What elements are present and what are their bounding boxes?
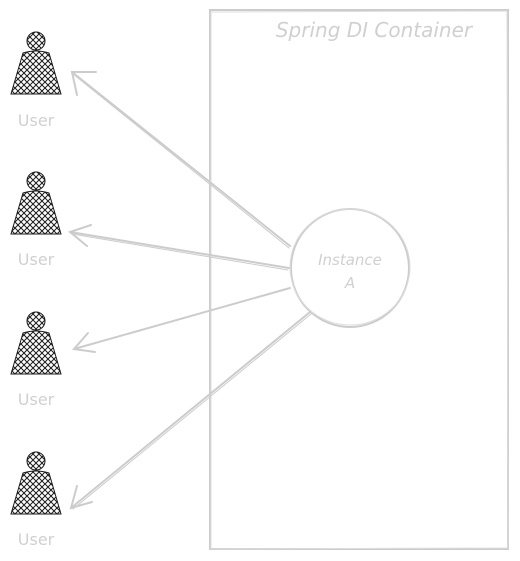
instance-node: Instance A bbox=[289, 208, 411, 328]
arrows bbox=[67, 71, 312, 510]
instance-label-line2: A bbox=[344, 274, 355, 292]
instance-label-line1: Instance bbox=[318, 251, 382, 269]
user-icon bbox=[10, 171, 62, 235]
container-box bbox=[209, 9, 509, 550]
container-title: Spring DI Container bbox=[276, 18, 474, 42]
arrow-to-user-1 bbox=[70, 71, 291, 249]
user-1: User bbox=[10, 31, 62, 130]
user-label: User bbox=[18, 111, 55, 130]
user-icon bbox=[10, 451, 62, 515]
arrow-to-user-3 bbox=[72, 287, 291, 353]
arrow-to-user-4 bbox=[69, 311, 312, 510]
user-label: User bbox=[18, 250, 55, 269]
user-4: User bbox=[10, 451, 62, 549]
user-label: User bbox=[18, 530, 55, 549]
user-icon bbox=[10, 311, 62, 375]
user-2: User bbox=[10, 171, 62, 269]
arrow-to-user-2 bbox=[67, 224, 290, 271]
user-3: User bbox=[10, 311, 62, 409]
user-label: User bbox=[18, 390, 55, 409]
user-icon bbox=[10, 31, 62, 95]
